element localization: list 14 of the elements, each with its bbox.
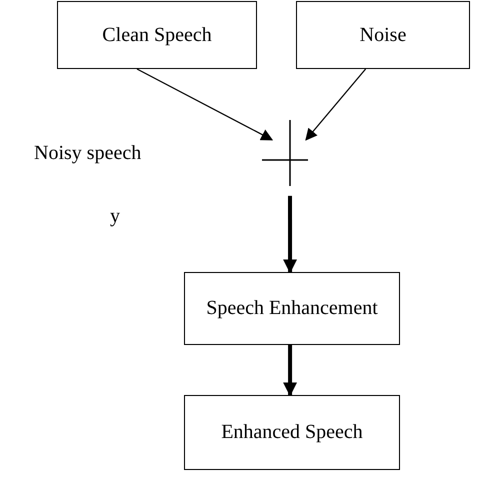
arrow	[283, 345, 298, 396]
arrow	[136, 68, 274, 140]
process-box	[296, 1, 470, 69]
box-label: Enhanced Speech	[221, 421, 363, 444]
arrow	[283, 196, 298, 274]
process-box	[184, 272, 400, 345]
box-label: Clean Speech	[102, 24, 212, 46]
box-label: Speech Enhancement	[206, 297, 378, 320]
signal-label: Noisy speech	[34, 142, 142, 165]
box-label: Noise	[360, 24, 406, 46]
arrow	[305, 68, 366, 141]
process-box	[57, 1, 257, 69]
process-box	[184, 395, 400, 470]
signal-label: y	[110, 205, 120, 228]
